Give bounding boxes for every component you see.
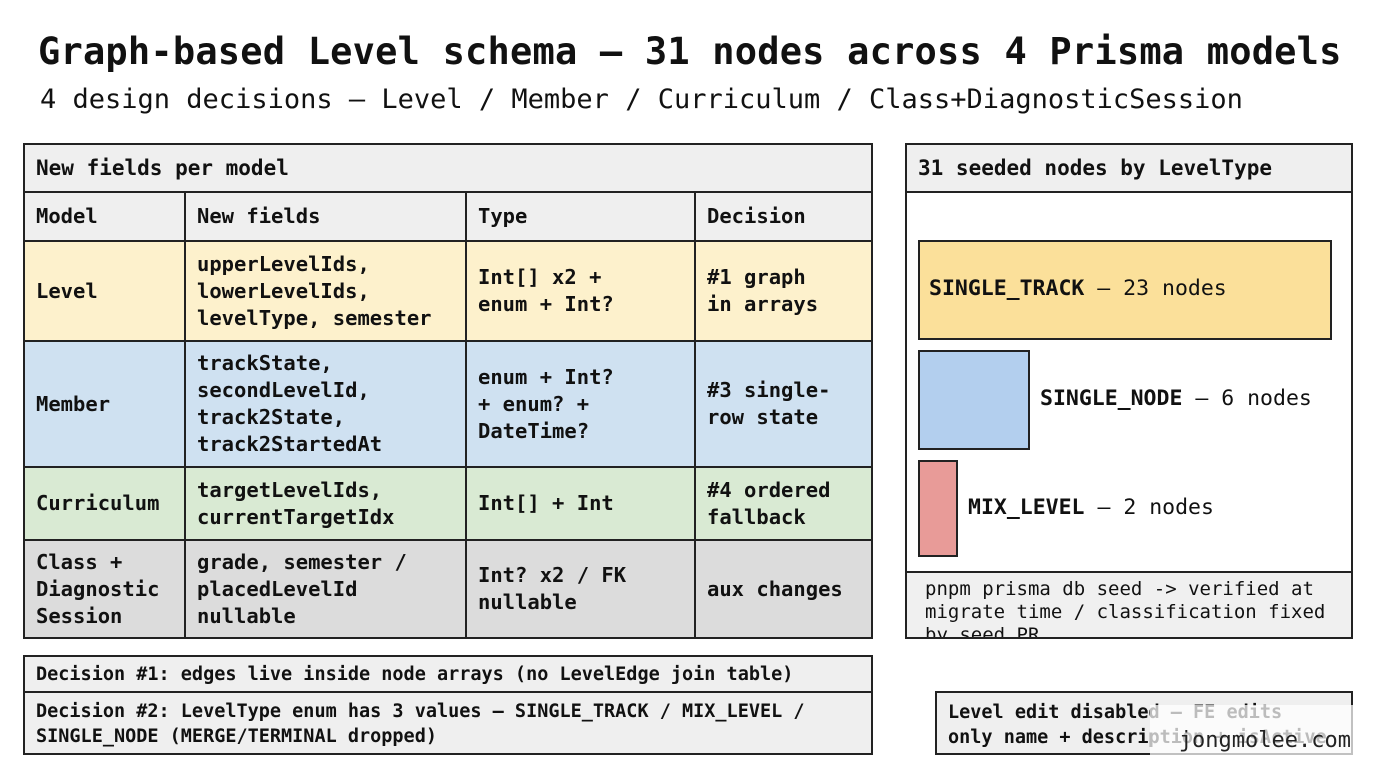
cell-type: enum + Int? + enum? + DateTime?	[466, 341, 696, 468]
fields-table-panel: New fields per model Model New fields Ty…	[23, 143, 873, 639]
bar-label-mix-level: MIX_LEVEL — 2 nodes	[968, 495, 1214, 520]
cell-decision: aux changes	[695, 540, 871, 637]
bar-value-label: — 23 nodes	[1084, 276, 1227, 301]
decision-2: Decision #2: LevelType enum has 3 values…	[36, 701, 805, 747]
bar-single-track	[918, 240, 1332, 340]
column-header-decision: Decision	[695, 193, 871, 242]
watermark: jongmolee.com	[1150, 705, 1355, 755]
bar-value-label: — 2 nodes	[1084, 494, 1214, 520]
cell-model: Level	[25, 241, 186, 342]
node-type-chart-panel: 31 seeded nodes by LevelType SINGLE_TRAC…	[905, 143, 1353, 639]
bar-category-label: MIX_LEVEL	[968, 494, 1085, 520]
bar-label-single-node: SINGLE_NODE — 6 nodes	[1040, 386, 1312, 411]
cell-fields: trackState, secondLevelId, track2State, …	[185, 341, 467, 468]
cell-decision: #3 single- row state	[695, 341, 871, 468]
table-row-member: Member trackState, secondLevelId, track2…	[25, 341, 871, 468]
bar-category-label: SINGLE_TRACK	[929, 276, 1085, 301]
cell-decision: #1 graph in arrays	[695, 241, 871, 342]
bar-single-node	[918, 350, 1030, 450]
column-header-model: Model	[25, 193, 186, 242]
table-row-level: Level upperLevelIds, lowerLevelIds, leve…	[25, 241, 871, 342]
decision-1: Decision #1: edges live inside node arra…	[25, 657, 871, 693]
bar-category-label: SINGLE_NODE	[1040, 386, 1183, 411]
cell-fields: targetLevelIds, currentTargetIdx	[185, 467, 467, 541]
bar-label-single-track: SINGLE_TRACK — 23 nodes	[929, 276, 1227, 301]
cell-model: Curriculum	[25, 467, 186, 541]
decisions-box: Decision #1: edges live inside node arra…	[23, 655, 873, 755]
page-title: Graph-based Level schema — 31 nodes acro…	[38, 30, 1342, 73]
page-subtitle: 4 design decisions — Level / Member / Cu…	[40, 84, 1243, 115]
cell-model: Class + Diagnostic Session	[25, 540, 186, 637]
cell-fields: grade, semester / placedLevelId nullable	[185, 540, 467, 637]
cell-model: Member	[25, 341, 186, 468]
fields-table-title: New fields per model	[25, 145, 871, 193]
fields-table: Model New fields Type Decision Level upp…	[25, 193, 871, 637]
table-row-class: Class + Diagnostic Session grade, semest…	[25, 540, 871, 637]
bar-mix-level	[918, 460, 958, 557]
cell-type: Int[] x2 + enum + Int?	[466, 241, 696, 342]
bar-value-label: — 6 nodes	[1182, 386, 1312, 411]
cell-decision: #4 ordered fallback	[695, 467, 871, 541]
column-header-type: Type	[466, 193, 696, 242]
table-row-curriculum: Curriculum targetLevelIds, currentTarget…	[25, 467, 871, 541]
column-header-new-fields: New fields	[185, 193, 467, 242]
chart-note: pnpm prisma db seed -> verified at migra…	[907, 573, 1351, 637]
chart-title: 31 seeded nodes by LevelType	[907, 145, 1351, 193]
cell-type: Int[] + Int	[466, 467, 696, 541]
cell-fields: upperLevelIds, lowerLevelIds, levelType,…	[185, 241, 467, 342]
cell-type: Int? x2 / FK nullable	[466, 540, 696, 637]
table-header-row: Model New fields Type Decision	[25, 193, 871, 242]
